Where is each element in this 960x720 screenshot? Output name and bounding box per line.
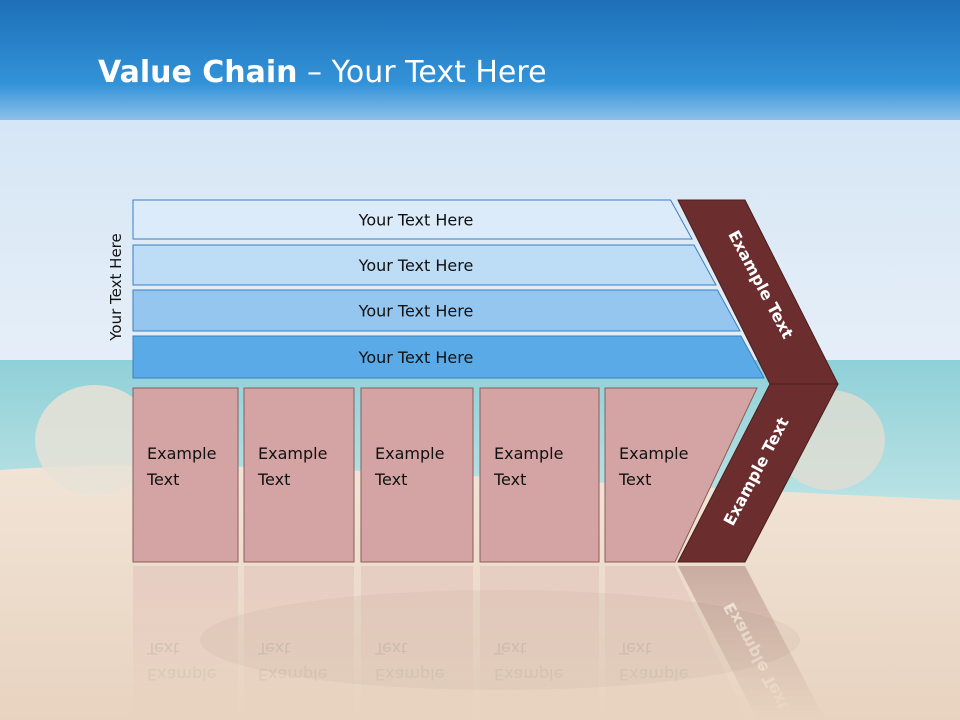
activity-box-label-line1: Example <box>147 444 216 463</box>
title-bold: Value Chain <box>98 55 298 90</box>
reflected-box <box>361 566 473 720</box>
activity-box <box>479 387 600 563</box>
support-bar-label: Your Text Here <box>358 256 474 275</box>
activity-box <box>132 387 239 563</box>
activity-box-label-line2: Text <box>618 470 651 489</box>
reflected-box-line2: Text <box>257 639 290 658</box>
activity-box-label-line2: Text <box>146 470 179 489</box>
reflected-box <box>605 566 748 720</box>
activity-box-label-line1: Example <box>258 444 327 463</box>
activity-box-label-line1: Example <box>619 444 688 463</box>
activity-box <box>604 387 758 563</box>
support-bar <box>132 335 765 379</box>
reflected-box-line2: Text <box>493 639 526 658</box>
slide-title: Value Chain – Your Text Here <box>98 55 547 90</box>
reflected-box-line1: Example <box>494 665 563 684</box>
support-bar-label: Your Text Here <box>358 211 474 230</box>
reflected-box-line2: Text <box>618 639 651 658</box>
support-bar <box>132 199 693 240</box>
reflected-box-line2: Text <box>374 639 407 658</box>
title-rest: – Your Text Here <box>297 55 547 90</box>
activity-box <box>243 387 355 563</box>
chevron-lower-arm <box>677 383 839 563</box>
reflected-box-line1: Example <box>619 665 688 684</box>
support-bar-label: Your Text Here <box>358 348 474 367</box>
reflected-box-line1: Example <box>258 665 327 684</box>
reflected-box-line1: Example <box>375 665 444 684</box>
reflected-box <box>480 566 599 720</box>
reflected-chevron <box>678 566 826 720</box>
reflected-box <box>133 566 238 720</box>
activity-box-label-line1: Example <box>494 444 563 463</box>
support-bar <box>132 289 741 332</box>
support-bar <box>132 244 717 286</box>
activity-box-label-line2: Text <box>374 470 407 489</box>
support-bar-label: Your Text Here <box>358 302 474 321</box>
reflected-box <box>244 566 354 720</box>
activity-box <box>360 387 474 563</box>
reflected-box-line1: Example <box>147 665 216 684</box>
activity-box-label-line2: Text <box>493 470 526 489</box>
reflected-box-line2: Text <box>146 639 179 658</box>
activity-box-label-line2: Text <box>257 470 290 489</box>
activity-box-label-line1: Example <box>375 444 444 463</box>
